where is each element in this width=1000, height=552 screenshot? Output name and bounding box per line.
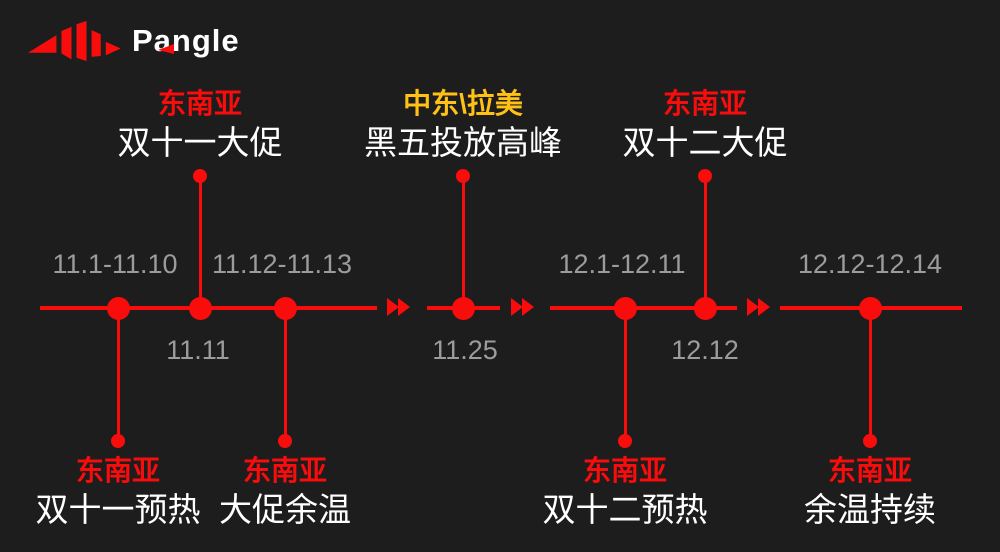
event-title: 双十一大促 bbox=[117, 124, 283, 161]
pangle-logo: Pangle bbox=[28, 18, 240, 64]
callout-label: 中东\拉美 黑五投放高峰 bbox=[364, 85, 562, 163]
timeline-node-dot bbox=[693, 296, 717, 320]
g-accent-icon bbox=[158, 44, 174, 54]
date-range-label: 11.12-11.13 bbox=[211, 249, 353, 279]
date-range-label: 11.25 bbox=[432, 335, 498, 365]
connector-line bbox=[868, 308, 872, 441]
connector-line bbox=[623, 308, 627, 441]
event-title: 余温持续 bbox=[804, 491, 936, 528]
event-title: 大促余温 bbox=[219, 491, 351, 528]
connector-line bbox=[461, 176, 465, 308]
callout-label: 东南亚 大促余温 bbox=[219, 452, 351, 530]
event-title: 双十一预热 bbox=[35, 491, 201, 528]
endpoint-dot bbox=[698, 169, 712, 183]
endpoint-dot bbox=[193, 169, 207, 183]
connector-line bbox=[283, 308, 287, 441]
region-label: 东南亚 bbox=[157, 88, 242, 119]
brand-name: Pangle bbox=[132, 23, 240, 58]
fast-forward-icon bbox=[747, 298, 770, 316]
fast-forward-icon bbox=[387, 298, 410, 316]
region-label: 东南亚 bbox=[242, 455, 327, 486]
callout-label: 东南亚 双十一预热 bbox=[36, 452, 201, 530]
date-range-label: 11.1-11.10 bbox=[52, 249, 178, 279]
event-title: 黑五投放高峰 bbox=[364, 124, 562, 161]
endpoint-dot bbox=[111, 434, 125, 448]
timeline-node-dot bbox=[858, 296, 882, 320]
event-title: 双十二预热 bbox=[542, 491, 708, 528]
endpoint-dot bbox=[618, 434, 632, 448]
timeline-node-dot bbox=[188, 296, 212, 320]
connector-line bbox=[116, 308, 120, 441]
region-label: 中东\拉美 bbox=[403, 88, 523, 119]
region-label: 东南亚 bbox=[827, 455, 912, 486]
timeline-node-dot bbox=[273, 296, 297, 320]
timeline-node-dot bbox=[613, 296, 637, 320]
timeline-node-dot bbox=[451, 296, 475, 320]
date-range-label: 11.11 bbox=[166, 335, 230, 365]
timeline-segment bbox=[550, 306, 737, 310]
region-label: 东南亚 bbox=[582, 455, 667, 486]
date-range-label: 12.1-12.11 bbox=[558, 249, 686, 279]
connector-line bbox=[198, 176, 202, 308]
region-label: 东南亚 bbox=[662, 88, 747, 119]
endpoint-dot bbox=[278, 434, 292, 448]
endpoint-dot bbox=[863, 434, 877, 448]
pangle-wing-icon bbox=[28, 20, 120, 62]
region-label: 东南亚 bbox=[75, 455, 160, 486]
timeline-node-dot bbox=[106, 296, 130, 320]
date-range-label: 12.12-12.14 bbox=[797, 249, 943, 279]
callout-label: 东南亚 双十二预热 bbox=[543, 452, 708, 530]
endpoint-dot bbox=[456, 169, 470, 183]
connector-line bbox=[703, 176, 707, 308]
callout-label: 东南亚 双十一大促 bbox=[118, 85, 283, 163]
callout-label: 东南亚 双十二大促 bbox=[623, 85, 788, 163]
date-range-label: 12.12 bbox=[671, 335, 739, 365]
callout-label: 东南亚 余温持续 bbox=[804, 452, 936, 530]
event-title: 双十二大促 bbox=[622, 124, 788, 161]
fast-forward-icon bbox=[511, 298, 534, 316]
